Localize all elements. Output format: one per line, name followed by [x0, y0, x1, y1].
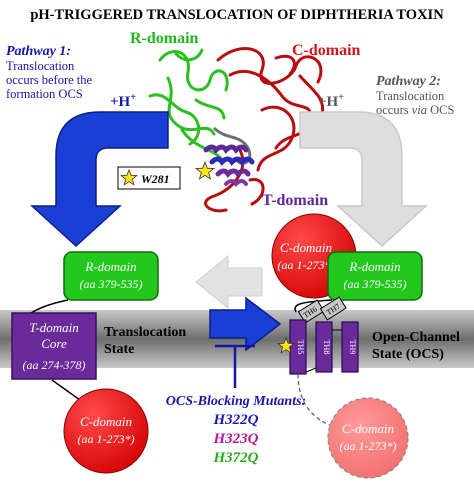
mutant-h323q: H323Q	[213, 431, 259, 447]
pathway1-arrow	[30, 111, 169, 248]
left-c-domain-range: (aa 1-273*)	[78, 432, 135, 446]
ocs-state-line1: Open-Channel	[372, 330, 460, 345]
pathway2-arrow	[299, 111, 428, 248]
proton-label-right: +H+	[318, 92, 344, 110]
r-domain-ribbons	[148, 48, 229, 162]
left-t-core-line2: Core	[41, 336, 67, 351]
mutants-heading: OCS-Blocking Mutants:	[166, 394, 306, 409]
right-tm-helices: TH5 TH8 TH9	[289, 319, 359, 375]
left-c-domain-circle: C-domain (aa 1-273*)	[63, 388, 149, 474]
left-r-domain-name: R-domain	[84, 259, 136, 274]
mutant-h372q: H372Q	[213, 450, 259, 466]
pathway1-heading: Pathway 1:	[6, 44, 71, 59]
pathway1-line-2: occurs before the	[6, 73, 93, 87]
pathway1-text: Pathway 1: Translocation occurs before t…	[6, 44, 93, 101]
left-r-domain-box: R-domain (aa 379-535)	[63, 251, 159, 301]
ghost-c-domain-range: (aa 1-273*)	[340, 439, 397, 453]
helix-th5-label: TH5	[296, 340, 305, 355]
left-t-core-box: T-domain Core (aa 274-378)	[11, 312, 97, 380]
left-c-domain-name: C-domain	[80, 414, 132, 429]
right-r-domain-name: R-domain	[348, 259, 400, 274]
right-linker	[294, 299, 333, 313]
right-r-domain-range: (aa 379-535)	[344, 277, 407, 291]
pathway1-line-3: formation OCS	[6, 87, 83, 101]
figure-title: pH-TRIGGERED TRANSLOCATION OF DIPHTHERIA…	[30, 7, 444, 23]
pathway2-line-2: occurs via OCS	[376, 103, 455, 117]
proton-label-left: +H+	[110, 92, 136, 110]
w281-label: W281	[141, 172, 170, 186]
t-domain-structure-label: T-domain	[262, 192, 328, 209]
helix-th9-label: TH9	[348, 340, 357, 355]
blocking-inhibitor-bar	[215, 344, 255, 388]
left-r-domain-range: (aa 379-535)	[80, 277, 143, 291]
ghost-c-domain-circle: C-domain (aa 1-273*)	[327, 397, 409, 479]
mutant-h322q: H322Q	[213, 412, 259, 428]
right-top-helices: TH6 TH7	[297, 296, 347, 324]
left-t-core-line1: T-domain	[29, 320, 79, 335]
mutants-block: OCS-Blocking Mutants: H322Q H323Q H372Q	[166, 394, 306, 466]
right-c-domain-name: C-domain	[280, 240, 332, 255]
left-linker-down	[51, 379, 81, 401]
translocation-state-line1: Translocation	[104, 325, 186, 340]
forward-arrow	[209, 296, 282, 352]
helix-th8-label: TH8	[322, 340, 331, 355]
pathway2-text: Pathway 2: Translocation occurs via OCS	[376, 74, 455, 117]
ocs-state-line2: State (OCS)	[372, 347, 444, 362]
right-r-domain-box: R-domain (aa 379-535)	[327, 251, 423, 301]
reverse-arrow	[195, 254, 263, 310]
ghost-c-domain-name: C-domain	[342, 421, 394, 436]
w281-star-icon	[195, 160, 215, 180]
translocation-state-line2: State	[104, 342, 134, 357]
c-domain-ribbons	[204, 47, 325, 213]
pathway2-line-1: Translocation	[376, 89, 445, 103]
t-domain-ribbons	[203, 144, 255, 188]
tm-star-icon	[277, 336, 295, 354]
w281-callout: W281	[117, 166, 181, 190]
left-t-core-range: (aa 274-378)	[23, 358, 86, 372]
r-domain-structure-label: R-domain	[130, 30, 199, 47]
protein-structure	[148, 47, 325, 213]
c-domain-structure-label: C-domain	[292, 42, 361, 59]
star-icon	[120, 168, 138, 186]
right-c-domain-range: (aa 1-273*)	[278, 258, 335, 272]
pathway2-heading: Pathway 2:	[376, 74, 441, 89]
pathway1-line-1: Translocation	[6, 59, 75, 73]
